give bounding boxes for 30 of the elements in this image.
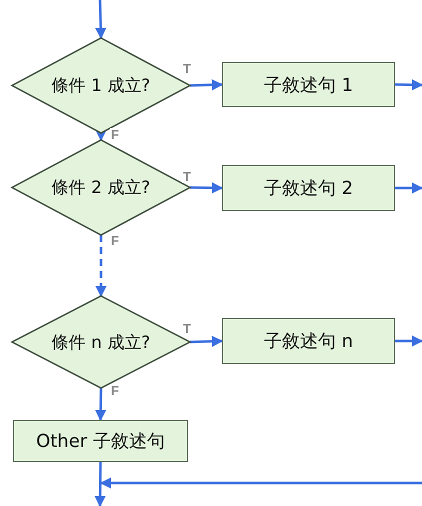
node-text: 子敘述句 n	[264, 330, 354, 353]
node-text: 條件 1 成立?	[52, 75, 150, 97]
arrow	[94, 462, 106, 506]
arrow	[95, 130, 107, 142]
edge-label: F	[110, 234, 120, 247]
node-text: 條件 n 成立?	[52, 332, 150, 354]
decision-diamond	[12, 140, 190, 235]
node-text: Other 子敘述句	[36, 430, 165, 453]
node-text: 子敘述句 1	[264, 74, 354, 96]
edge-label: T	[182, 322, 192, 335]
edge-label: T	[182, 62, 192, 75]
process-box	[222, 62, 395, 107]
node-text: 子敘述句 2	[264, 177, 354, 200]
arrow	[95, 0, 106, 40]
edge-label: F	[110, 384, 120, 397]
arrow	[190, 79, 224, 90]
arrow	[395, 182, 422, 194]
decision-diamond	[12, 296, 190, 388]
arrow	[95, 235, 107, 298]
process-box	[222, 318, 395, 364]
edge-label: T	[182, 170, 192, 183]
edge-label: F	[110, 128, 120, 141]
arrow	[95, 388, 106, 422]
process-box	[13, 420, 188, 462]
node-text: 條件 2 成立?	[52, 177, 150, 199]
process-box	[222, 165, 395, 211]
arrow	[394, 79, 422, 90]
arrow	[395, 335, 422, 347]
arrow	[190, 336, 224, 347]
arrow	[190, 182, 224, 194]
